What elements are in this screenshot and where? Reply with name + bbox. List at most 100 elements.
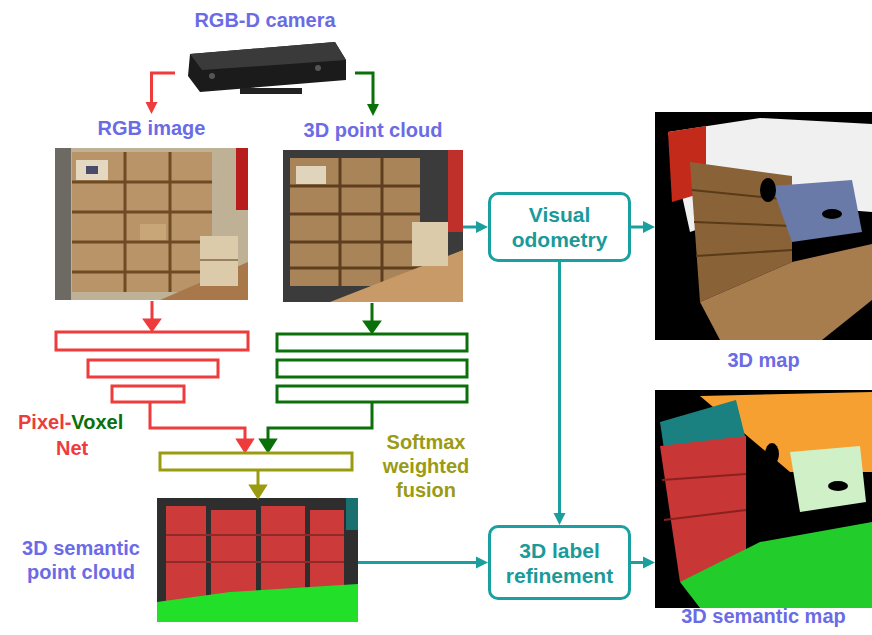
voxel-encoder-part — [277, 334, 467, 351]
box-label: Visual odometry — [491, 202, 628, 252]
connector-arrow — [355, 73, 379, 116]
arrow-head — [643, 221, 655, 233]
network-name: Voxel — [71, 410, 123, 434]
pixel-encoder — [56, 301, 252, 451]
voxel-encoder-part — [277, 360, 467, 377]
connector-arrow — [463, 221, 488, 233]
arrow-head — [146, 102, 158, 114]
connector-line — [631, 226, 645, 229]
image-panel: 3D map — [655, 112, 872, 374]
fusion-layer-part — [160, 453, 352, 470]
point-cloud-render-part — [290, 267, 420, 270]
semantic-point-cloud-render-part — [310, 510, 344, 588]
panel-title: 3D map — [655, 348, 872, 372]
connector-arrow — [146, 73, 176, 114]
3d-semantic-map-render-part — [790, 446, 866, 512]
fusion-label: Softmax weighted fusion — [376, 430, 476, 502]
connector-line — [358, 561, 478, 564]
point-cloud-render-part — [290, 158, 420, 286]
connector-arrow — [631, 221, 655, 233]
3d-semantic-map-render-part — [655, 390, 872, 608]
point-cloud-render-part — [296, 166, 326, 184]
voxel-encoder — [261, 303, 467, 451]
connector-line — [355, 73, 373, 106]
network-name: Net — [56, 436, 88, 460]
rgb-image-photo-part — [55, 148, 71, 300]
semantic-point-cloud-render-part — [261, 506, 305, 602]
rgb-image-photo-part — [86, 166, 98, 174]
connector-line — [152, 73, 176, 104]
arrow-head — [476, 221, 488, 233]
point-cloud-render-part — [290, 185, 420, 188]
rgb-image-photo-part — [72, 152, 212, 292]
pixel-encoder-part — [56, 332, 248, 350]
semantic-point-cloud-render-part — [166, 534, 344, 536]
3d-semantic-map-render-part — [662, 474, 746, 480]
rgb-image-photo-part — [72, 241, 212, 244]
point-cloud-render-part — [412, 222, 448, 266]
3d-map-render-part — [696, 250, 792, 256]
3d-map-render-part — [772, 180, 862, 242]
3d-semantic-map-render-part — [765, 443, 779, 465]
semantic-point-cloud-render-part — [166, 561, 344, 563]
3d-map-render-part — [700, 244, 872, 340]
3d-semantic-map-render-part — [680, 522, 872, 608]
semantic-point-cloud-render — [157, 498, 358, 622]
3d-map-render-part — [694, 222, 792, 226]
semantic-point-cloud-render-part — [157, 584, 358, 622]
kinect-camera-part — [190, 42, 346, 70]
3d-map-render — [655, 112, 872, 340]
connector-arrow — [554, 262, 566, 525]
point-cloud-render — [283, 150, 463, 302]
panel-title: 3D semantic map — [655, 604, 872, 628]
kinect-camera-part — [209, 73, 215, 79]
3d-semantic-map-render-part — [664, 510, 746, 520]
arrow-head — [643, 557, 655, 569]
arrow-head — [554, 513, 566, 525]
semantic-point-cloud-render-part — [346, 498, 358, 530]
connector-line — [558, 262, 561, 515]
3d-map-render-part — [822, 209, 842, 219]
kinect-camera-part — [188, 42, 346, 92]
kinect-camera — [188, 42, 346, 94]
box-label: 3D label refinement — [491, 538, 628, 588]
3d-map-render-part — [655, 112, 872, 340]
fusion-layer — [160, 453, 352, 497]
image-panel: 3D point cloud — [283, 116, 463, 302]
rgb-image-photo — [55, 148, 248, 300]
rgb-image-photo-part — [72, 181, 212, 184]
kinect-camera-part — [240, 88, 302, 94]
rgb-image-photo-part — [236, 148, 248, 210]
point-cloud-render-part — [283, 150, 463, 302]
process-box: Visual odometry — [488, 192, 631, 262]
panel-title: RGB-D camera — [175, 8, 355, 32]
voxel-encoder-part — [261, 440, 275, 451]
process-box: 3D label refinement — [488, 525, 631, 600]
rgb-image-photo-part — [124, 152, 127, 292]
pixel-encoder-part — [238, 440, 252, 451]
connector-line — [631, 561, 645, 564]
pixel-encoder-part — [150, 403, 245, 442]
semantic-point-cloud-render-part — [211, 510, 256, 602]
3d-semantic-map-render — [655, 390, 872, 608]
rgb-image-photo-part — [72, 271, 212, 274]
fusion-layer-part — [251, 486, 265, 497]
panel-title: 3D semantic point cloud — [8, 536, 154, 584]
connector-arrow — [358, 557, 488, 569]
image-panel: 3D semantic point cloud — [8, 498, 358, 622]
point-cloud-render-part — [290, 213, 420, 216]
network-name: Pixel- — [18, 410, 71, 434]
voxel-encoder-part — [365, 322, 379, 332]
point-cloud-render-part — [290, 241, 420, 244]
rgb-image-photo-part — [169, 152, 172, 292]
rgb-image-photo-part — [76, 160, 108, 180]
rgb-image-photo-part — [140, 224, 166, 240]
camera-figure: RGB-D camera — [175, 6, 355, 94]
rgb-image-photo-part — [200, 236, 238, 286]
pixel-encoder-part — [112, 386, 184, 402]
image-panel: 3D semantic map — [655, 390, 872, 630]
rgb-image-photo-part — [200, 259, 238, 261]
connector-arrow — [631, 557, 655, 569]
3d-semantic-map-render-part — [828, 481, 848, 491]
